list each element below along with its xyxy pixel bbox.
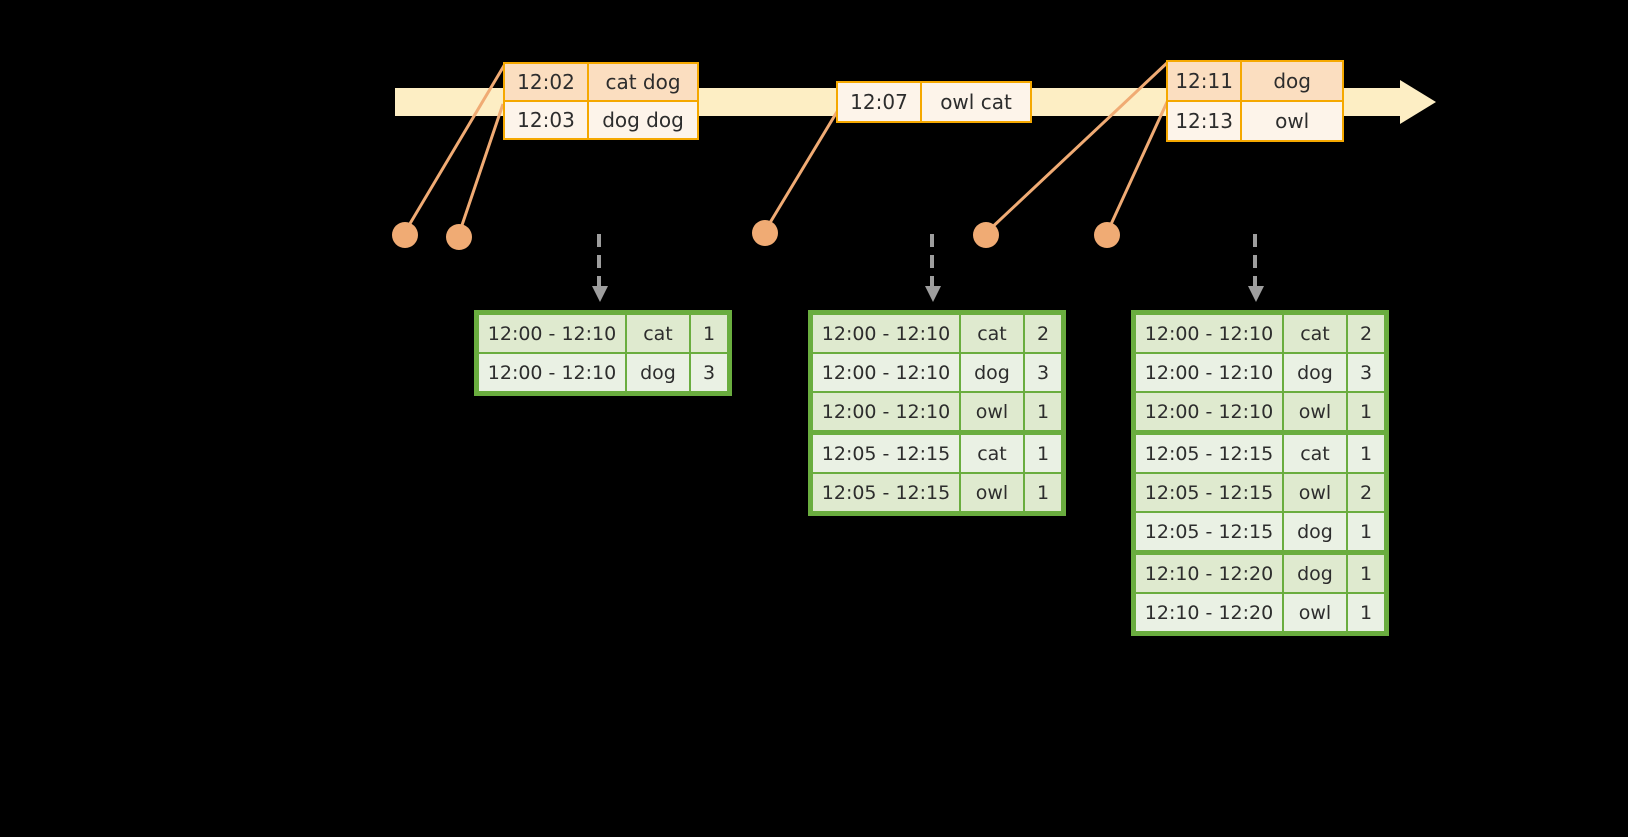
timeline-event-box-2: 12:07 owl cat — [836, 81, 1032, 123]
cell-window: 12:00 - 12:10 — [1136, 354, 1282, 391]
cell-count: 1 — [1025, 435, 1061, 472]
timeline-event-row: 12:11 dog — [1168, 62, 1342, 100]
event-words: owl — [1242, 102, 1342, 140]
event-dot-1202 — [392, 222, 418, 248]
event-time: 12:11 — [1168, 62, 1243, 100]
timeline-event-row: 12:13 owl — [1168, 100, 1342, 140]
event-dot-1213 — [1094, 222, 1120, 248]
cell-window: 12:00 - 12:10 — [813, 315, 959, 352]
cell-key: cat — [627, 315, 689, 352]
arrow-down-icon — [1248, 286, 1264, 302]
cell-key: cat — [1284, 315, 1346, 352]
timeline-event-row: 12:03 dog dog — [505, 100, 697, 138]
cell-key: owl — [1284, 594, 1346, 631]
cell-count: 3 — [691, 354, 727, 391]
cell-count: 2 — [1348, 474, 1384, 511]
arrow-down-icon — [925, 286, 941, 302]
cell-key: cat — [1284, 435, 1346, 472]
event-words: owl cat — [922, 83, 1030, 121]
cell-window: 12:00 - 12:10 — [1136, 315, 1282, 352]
cell-count: 2 — [1025, 315, 1061, 352]
connector-1211 — [984, 60, 1170, 235]
timeline-event-box-3: 12:11 dog 12:13 owl — [1166, 60, 1344, 142]
cell-count: 1 — [1348, 594, 1384, 631]
cell-count: 3 — [1025, 354, 1061, 391]
timeline-arrow-stem — [1368, 88, 1404, 116]
cell-key: owl — [1284, 474, 1346, 511]
cell-window: 12:05 - 12:15 — [1136, 435, 1282, 472]
cell-window: 12:05 - 12:15 — [1136, 474, 1282, 511]
cell-window: 12:10 - 12:20 — [1136, 555, 1282, 592]
cell-window: 12:00 - 12:10 — [479, 354, 625, 391]
cell-count: 1 — [1348, 513, 1384, 550]
cell-count: 1 — [1348, 555, 1384, 592]
event-words: cat dog — [589, 64, 697, 100]
connector-1203 — [457, 103, 505, 235]
cell-key: dog — [961, 354, 1023, 391]
cell-key: cat — [961, 435, 1023, 472]
cell-window: 12:05 - 12:15 — [813, 474, 959, 511]
arrow-down-icon — [592, 286, 608, 302]
cell-window: 12:00 - 12:10 — [813, 393, 959, 430]
cell-count: 2 — [1348, 315, 1384, 352]
event-time: 12:03 — [505, 102, 589, 138]
cell-key: owl — [1284, 393, 1346, 430]
event-dot-1211 — [973, 222, 999, 248]
cell-key: dog — [627, 354, 689, 391]
arrow-stem — [1253, 234, 1257, 288]
cell-count: 1 — [1025, 474, 1061, 511]
timeline-event-row: 12:02 cat dog — [505, 64, 697, 100]
event-words: dog dog — [589, 102, 697, 138]
event-dot-1203 — [446, 224, 472, 250]
event-time: 12:07 — [838, 83, 922, 121]
connector-1213 — [1105, 99, 1170, 234]
cell-key: dog — [1284, 513, 1346, 550]
cell-count: 1 — [1348, 435, 1384, 472]
timeline-event-box-1: 12:02 cat dog 12:03 dog dog — [503, 62, 699, 140]
event-time: 12:02 — [505, 64, 589, 100]
event-words: dog — [1242, 62, 1342, 100]
cell-window: 12:00 - 12:10 — [1136, 393, 1282, 430]
cell-key: owl — [961, 393, 1023, 430]
timeline-event-row: 12:07 owl cat — [838, 83, 1030, 121]
cell-count: 1 — [691, 315, 727, 352]
cell-key: dog — [1284, 354, 1346, 391]
event-dot-1207 — [752, 220, 778, 246]
arrow-stem — [597, 234, 601, 288]
cell-window: 12:05 - 12:15 — [813, 435, 959, 472]
cell-key: owl — [961, 474, 1023, 511]
cell-key: cat — [961, 315, 1023, 352]
cell-count: 1 — [1348, 393, 1384, 430]
arrow-right-icon — [1400, 80, 1436, 124]
arrow-stem — [930, 234, 934, 288]
cell-key: dog — [1284, 555, 1346, 592]
cell-window: 12:10 - 12:20 — [1136, 594, 1282, 631]
event-time: 12:13 — [1168, 102, 1243, 140]
cell-window: 12:05 - 12:15 — [1136, 513, 1282, 550]
connector-1202 — [403, 63, 507, 233]
cell-window: 12:00 - 12:10 — [813, 354, 959, 391]
cell-count: 1 — [1025, 393, 1061, 430]
cell-count: 3 — [1348, 354, 1384, 391]
cell-window: 12:00 - 12:10 — [479, 315, 625, 352]
